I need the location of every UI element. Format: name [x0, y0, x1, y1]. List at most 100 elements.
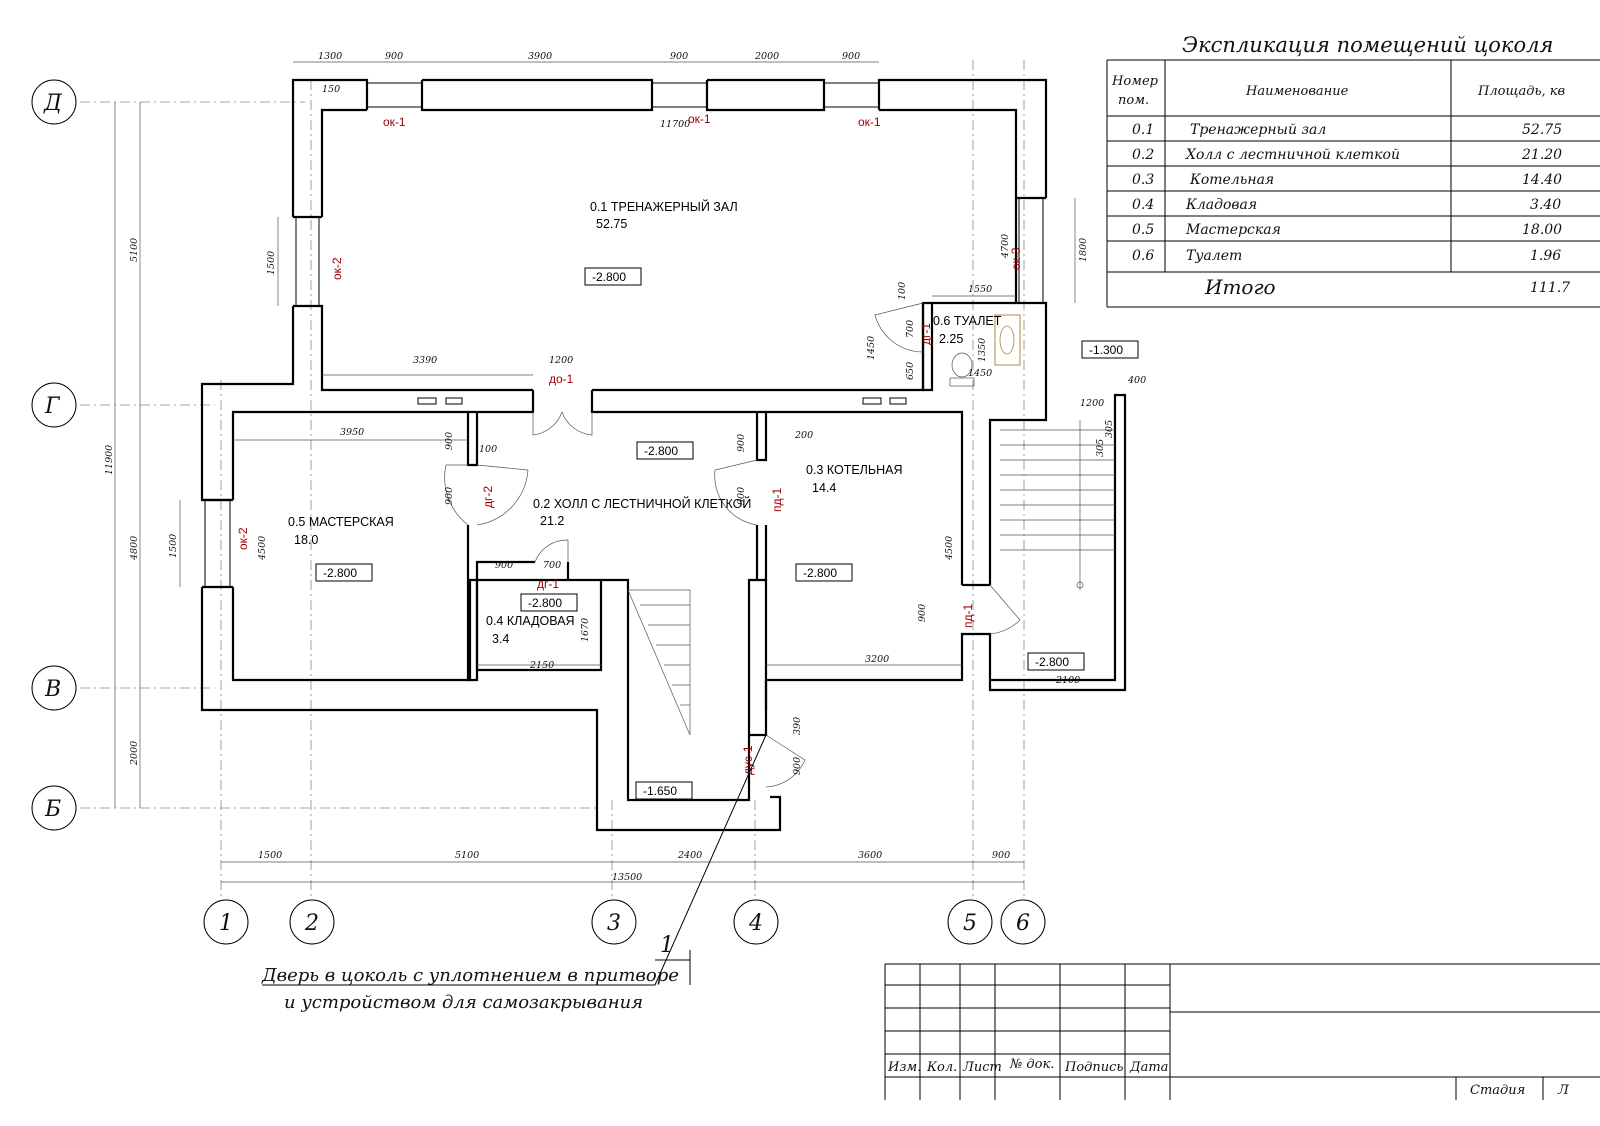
dim-3390: 3390	[413, 355, 437, 366]
level-marks: -2.800 -2.800 -2.800 -2.800 -2.800 -2.80…	[315, 267, 1139, 800]
level-entry: -1.650	[643, 784, 677, 798]
room-storage-name: 0.4 КЛАДОВАЯ	[486, 614, 575, 628]
dim-3950: 3950	[340, 427, 364, 438]
dim-900a: 900	[444, 432, 455, 450]
mark-dg1-toilet: дг-1	[919, 323, 933, 345]
row-2-name: Холл с лестничной клеткой	[1185, 147, 1400, 163]
axis-label-5: 5	[963, 911, 977, 936]
dim-100b: 100	[897, 282, 908, 300]
dim-650: 650	[905, 362, 916, 380]
mark-dg1-storage: дг-1	[537, 577, 559, 591]
stamp-stage: Стадия	[1470, 1083, 1525, 1098]
mark-ok1-left: ок-1	[383, 115, 406, 129]
stamp-sheet: Л	[1557, 1083, 1570, 1098]
window-sills	[417, 397, 907, 405]
dim-left-2: 4800	[129, 536, 140, 561]
mark-ok2-upper: ок-2	[330, 257, 344, 280]
header-area: Площадь, кв	[1477, 84, 1565, 99]
interior-stair	[627, 589, 691, 736]
dim-bottom-4: 3600	[858, 850, 882, 861]
axis-bubble-1	[203, 899, 249, 945]
section-mark: 1	[660, 933, 674, 958]
axis-bubbles: Д Г В Б 1 2 3 4 5 6	[31, 79, 1046, 945]
axis-label-1: 1	[219, 911, 233, 936]
dim-1800: 1800	[1078, 238, 1089, 262]
dim-top-3: 3900	[528, 51, 552, 62]
axis-label-3: 3	[607, 911, 621, 936]
dim-bottom-3: 2400	[677, 850, 702, 861]
dim-100: 100	[479, 444, 497, 455]
axis-label-v: В	[44, 677, 61, 702]
header-num-line1: Номер	[1111, 74, 1159, 89]
stamp-col-sign: Подпись	[1064, 1060, 1124, 1075]
row-2-num: 0.2	[1132, 147, 1154, 163]
mark-dus1: дус-1	[741, 745, 755, 775]
row-5-name: Мастерская	[1185, 222, 1281, 238]
axis-bubble-4	[733, 899, 779, 945]
row-1-num: 0.1	[1132, 122, 1154, 138]
dim-1550: 1550	[968, 284, 992, 295]
dim-4500: 4500	[944, 536, 955, 561]
dim-top-1: 1300	[318, 51, 342, 62]
dim-900c: 900	[495, 560, 513, 571]
dim-top-2: 900	[385, 51, 403, 62]
axis-label-4: 4	[748, 911, 763, 936]
room-gym-name: 0.1 ТРЕНАЖЕРНЫЙ ЗАЛ	[590, 199, 738, 214]
row-5-num: 0.5	[1132, 222, 1154, 238]
axis-bubble-b	[31, 785, 77, 831]
dim-bottom-2: 5100	[455, 850, 479, 861]
stamp-col-kol: Кол.	[926, 1060, 957, 1075]
axis-bubble-g	[31, 382, 77, 428]
level-hall: -2.800	[644, 444, 678, 458]
axis-bubble-6	[1000, 899, 1046, 945]
dim-bottom-1: 1500	[258, 850, 282, 861]
axis-lines	[80, 60, 1025, 900]
axis-label-b: Б	[44, 797, 61, 822]
row-4-name: Кладовая	[1185, 197, 1257, 213]
room-workshop-name: 0.5 МАСТЕРСКАЯ	[288, 515, 394, 529]
header-name: Наименование	[1245, 84, 1349, 99]
dim-1450b: 1450	[968, 368, 992, 379]
dim-2150: 2150	[529, 660, 554, 671]
dim-1500b: 1500	[168, 534, 179, 558]
dim-150: 150	[322, 84, 340, 95]
explication-title: Экспликация помещений цоколя	[1182, 33, 1553, 57]
note-line-2: и устройством для самозакрывания	[284, 992, 643, 1013]
row-3-name: Котельная	[1189, 172, 1274, 188]
dim-700: 700	[543, 560, 561, 571]
room-gym-area: 52.75	[596, 217, 627, 231]
dim-4500b: 4500	[257, 536, 268, 561]
axis-bubble-2	[289, 899, 335, 945]
mark-dg2: дг-2	[481, 486, 495, 508]
dim-1200: 1200	[549, 355, 573, 366]
row-5-area: 18.00	[1522, 222, 1562, 238]
mark-ok1-right: ок-1	[858, 115, 881, 129]
exterior-stair	[1000, 420, 1115, 590]
dimension-texts: 1300 900 3900 900 2000 900 1500 5100 240…	[104, 51, 1146, 883]
dim-top-6: 900	[842, 51, 860, 62]
row-3-area: 14.40	[1522, 172, 1562, 188]
dim-4700: 4700	[1000, 234, 1011, 259]
axis-bubble-v	[31, 665, 77, 711]
axis-label-2: 2	[304, 911, 319, 936]
room-toilet-name: 0.6 ТУАЛЕТ	[933, 314, 1002, 328]
row-4-area: 3.40	[1530, 197, 1561, 213]
dim-900e: 900	[736, 487, 747, 505]
row-6-name: Туалет	[1186, 248, 1242, 264]
dim-1200b: 1200	[1080, 398, 1104, 409]
dim-400: 400	[1127, 375, 1146, 386]
dim-305b: 305	[1104, 420, 1115, 438]
dim-1670: 1670	[580, 618, 591, 642]
stamp-col-date: Дата	[1129, 1060, 1168, 1075]
level-gym: -2.800	[592, 270, 626, 284]
dim-700b: 700	[905, 320, 916, 338]
level-storage: -2.800	[528, 596, 562, 610]
opening-marks: ок-1 ок-1 ок-1 ок-2 ок-2 ок-3 до-1 дг-2 …	[236, 112, 1023, 775]
total-value: 111.7	[1530, 280, 1570, 296]
dim-left-1: 5100	[129, 238, 140, 262]
dim-2100: 2100	[1055, 675, 1080, 686]
doors	[444, 302, 1021, 788]
room-boiler-area: 14.4	[812, 481, 836, 495]
axis-bubble-3	[591, 899, 637, 945]
